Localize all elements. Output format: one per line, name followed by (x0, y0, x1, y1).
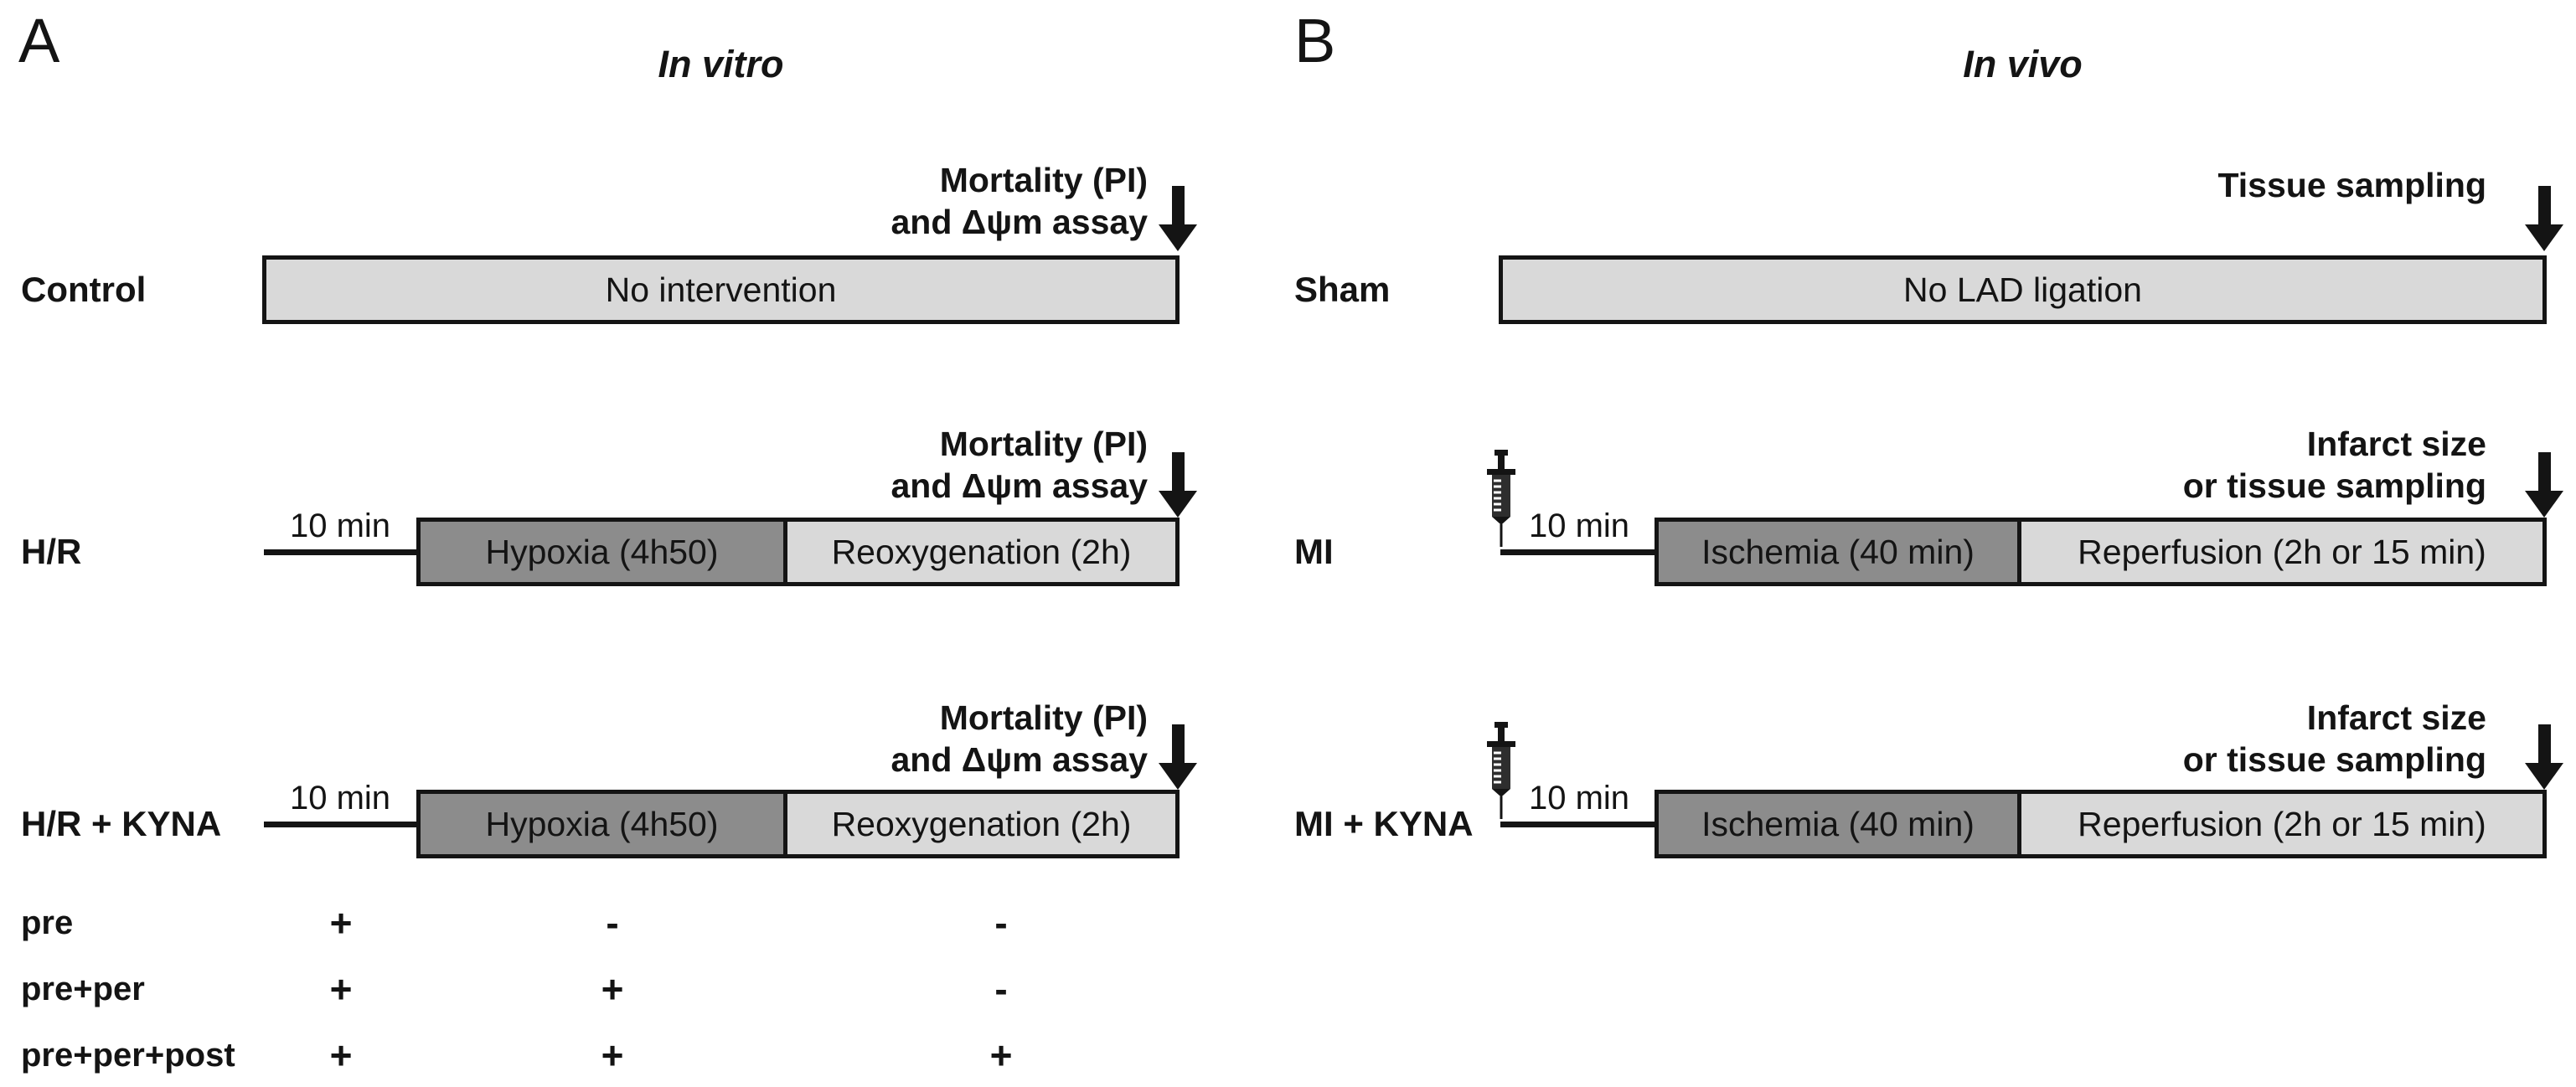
ischemia-segment-text: Ischemia (40 min) (1701, 532, 1975, 571)
mi-timeline (1500, 549, 1659, 555)
arrow-shaft (2537, 724, 2551, 763)
endpoint-line-2: or tissue sampling (2182, 740, 2486, 779)
hr-lead-time-label: 10 min (289, 507, 391, 544)
mi-bar: Ischemia (40 min) Reperfusion (2h or 15 … (1655, 518, 2547, 586)
control-bar: No intervention (262, 255, 1180, 324)
down-arrow-icon (2525, 724, 2563, 790)
arrow-head (1159, 224, 1197, 251)
dose-value: + (989, 1033, 1013, 1077)
ischemia-segment: Ischemia (40 min) (1659, 522, 2021, 582)
down-arrow-icon (1159, 452, 1197, 518)
arrow-shaft (1171, 724, 1185, 763)
reoxygenation-segment: Reoxygenation (2h) (787, 794, 1175, 854)
ischemia-segment: Ischemia (40 min) (1659, 794, 2021, 854)
arrow-shaft (1171, 452, 1185, 491)
ischemia-segment-text: Ischemia (40 min) (1701, 804, 1975, 843)
mi-kyna-endpoint-label: Infarct size or tissue sampling (1927, 697, 2486, 780)
reperfusion-segment-text: Reperfusion (2h or 15 min) (2078, 804, 2486, 843)
down-arrow-icon (2525, 186, 2563, 251)
down-arrow-icon (1159, 186, 1197, 251)
arrow-head (2525, 491, 2563, 518)
syringe-icon (1487, 722, 1515, 819)
endpoint-line-1: Tissue sampling (2217, 166, 2486, 204)
dose-value: + (329, 901, 353, 945)
endpoint-line-2: and Δψm assay (891, 466, 1149, 505)
dose-row-pre-per-post-label: pre+per+post (21, 1036, 235, 1074)
control-bar-text: No intervention (605, 270, 837, 309)
endpoint-line-1: Infarct size (2306, 425, 2486, 463)
mi-endpoint-label: Infarct size or tissue sampling (1927, 423, 2486, 507)
hypoxia-segment-text: Hypoxia (4h50) (485, 804, 719, 843)
dose-value: + (601, 967, 624, 1011)
arrow-shaft (1171, 186, 1185, 224)
arrow-head (2525, 763, 2563, 790)
hr-kyna-timeline (264, 822, 420, 827)
sham-endpoint-label: Tissue sampling (1927, 164, 2486, 206)
dose-row-pre-label: pre (21, 904, 74, 941)
down-arrow-icon (2525, 452, 2563, 518)
mi-kyna-bar: Ischemia (40 min) Reperfusion (2h or 15 … (1655, 790, 2547, 858)
arrow-shaft (2537, 452, 2551, 491)
endpoint-line-2: and Δψm assay (891, 203, 1149, 241)
arrow-head (2525, 224, 2563, 251)
hr-kyna-endpoint-label: Mortality (PI) and Δψm assay (586, 697, 1149, 780)
reoxygenation-segment-text: Reoxygenation (2h) (831, 804, 1132, 843)
mi-kyna-row-label: MI + KYNA (1294, 804, 1474, 843)
syringe-icon (1487, 450, 1515, 547)
arrow-head (1159, 763, 1197, 790)
panel-b-title: In vivo (1963, 43, 2083, 85)
endpoint-line-1: Mortality (PI) (939, 425, 1148, 463)
mi-kyna-lead-time-label: 10 min (1528, 780, 1630, 817)
hr-kyna-bar: Hypoxia (4h50) Reoxygenation (2h) (416, 790, 1180, 858)
sham-row-label: Sham (1294, 270, 1391, 309)
reoxygenation-segment-text: Reoxygenation (2h) (831, 532, 1132, 571)
mi-row-label: MI (1294, 532, 1334, 571)
hypoxia-segment: Hypoxia (4h50) (421, 522, 787, 582)
reperfusion-segment: Reperfusion (2h or 15 min) (2021, 522, 2542, 582)
sham-bar-text: No LAD ligation (1903, 270, 2142, 309)
dose-row-pre-per-label: pre+per (21, 970, 145, 1007)
dose-value: + (601, 1033, 624, 1077)
hypoxia-segment: Hypoxia (4h50) (421, 794, 787, 854)
hr-kyna-row-label: H/R + KYNA (21, 804, 222, 843)
dose-value: + (329, 1033, 353, 1077)
arrow-shaft (2537, 186, 2551, 224)
panel-a-title: In vitro (658, 43, 784, 85)
down-arrow-icon (1159, 724, 1197, 790)
control-endpoint-label: Mortality (PI) and Δψm assay (586, 159, 1149, 243)
hr-endpoint-label: Mortality (PI) and Δψm assay (586, 423, 1149, 507)
hr-kyna-lead-time-label: 10 min (289, 780, 391, 817)
endpoint-line-2: and Δψm assay (891, 740, 1149, 779)
reperfusion-segment: Reperfusion (2h or 15 min) (2021, 794, 2542, 854)
dose-value: - (606, 901, 619, 945)
panel-a-letter: A (18, 6, 60, 75)
reoxygenation-segment: Reoxygenation (2h) (787, 522, 1175, 582)
dose-value: - (994, 967, 1008, 1011)
mi-lead-time-label: 10 min (1528, 507, 1630, 544)
hypoxia-segment-text: Hypoxia (4h50) (485, 532, 719, 571)
endpoint-line-1: Mortality (PI) (939, 161, 1148, 199)
reperfusion-segment-text: Reperfusion (2h or 15 min) (2078, 532, 2486, 571)
endpoint-line-1: Mortality (PI) (939, 698, 1148, 737)
hr-bar: Hypoxia (4h50) Reoxygenation (2h) (416, 518, 1180, 586)
mi-kyna-timeline (1500, 822, 1659, 827)
dose-value: - (994, 901, 1008, 945)
panel-b-letter: B (1294, 6, 1336, 75)
control-row-label: Control (21, 270, 147, 309)
endpoint-line-2: or tissue sampling (2182, 466, 2486, 505)
dose-value: + (329, 967, 353, 1011)
sham-bar: No LAD ligation (1499, 255, 2547, 324)
arrow-head (1159, 491, 1197, 518)
endpoint-line-1: Infarct size (2306, 698, 2486, 737)
hr-row-label: H/R (21, 532, 82, 571)
hr-timeline (264, 549, 420, 555)
